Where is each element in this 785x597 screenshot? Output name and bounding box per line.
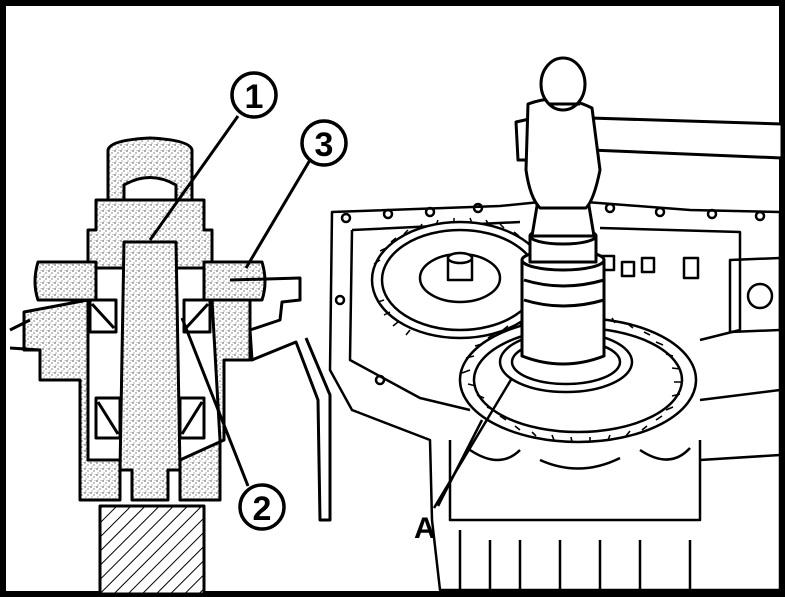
callout-1-label: 1 (245, 78, 264, 116)
leader-3 (244, 159, 312, 269)
callout-a-label: A (414, 512, 436, 545)
hammer-head (524, 97, 602, 210)
callout-a: A (414, 377, 514, 545)
callout-2-label: 2 (253, 490, 272, 528)
leader-1 (148, 115, 240, 241)
center-shaft (118, 240, 182, 502)
drift-tool (520, 198, 606, 366)
cross-section-view (9, 136, 332, 596)
press-tool-top (106, 136, 194, 202)
callout-2: 2 (238, 483, 286, 531)
casing-wall (229, 276, 332, 522)
flange-left (33, 260, 98, 302)
hammer-face (539, 56, 587, 112)
callout-3-label: 3 (315, 126, 334, 164)
callout-1: 1 (230, 71, 278, 119)
leader-2 (180, 317, 250, 487)
hammer-handle (588, 116, 784, 160)
leader-lines (148, 115, 312, 487)
callout-3: 3 (300, 119, 348, 167)
press-base (98, 504, 206, 596)
hammer (514, 56, 784, 210)
